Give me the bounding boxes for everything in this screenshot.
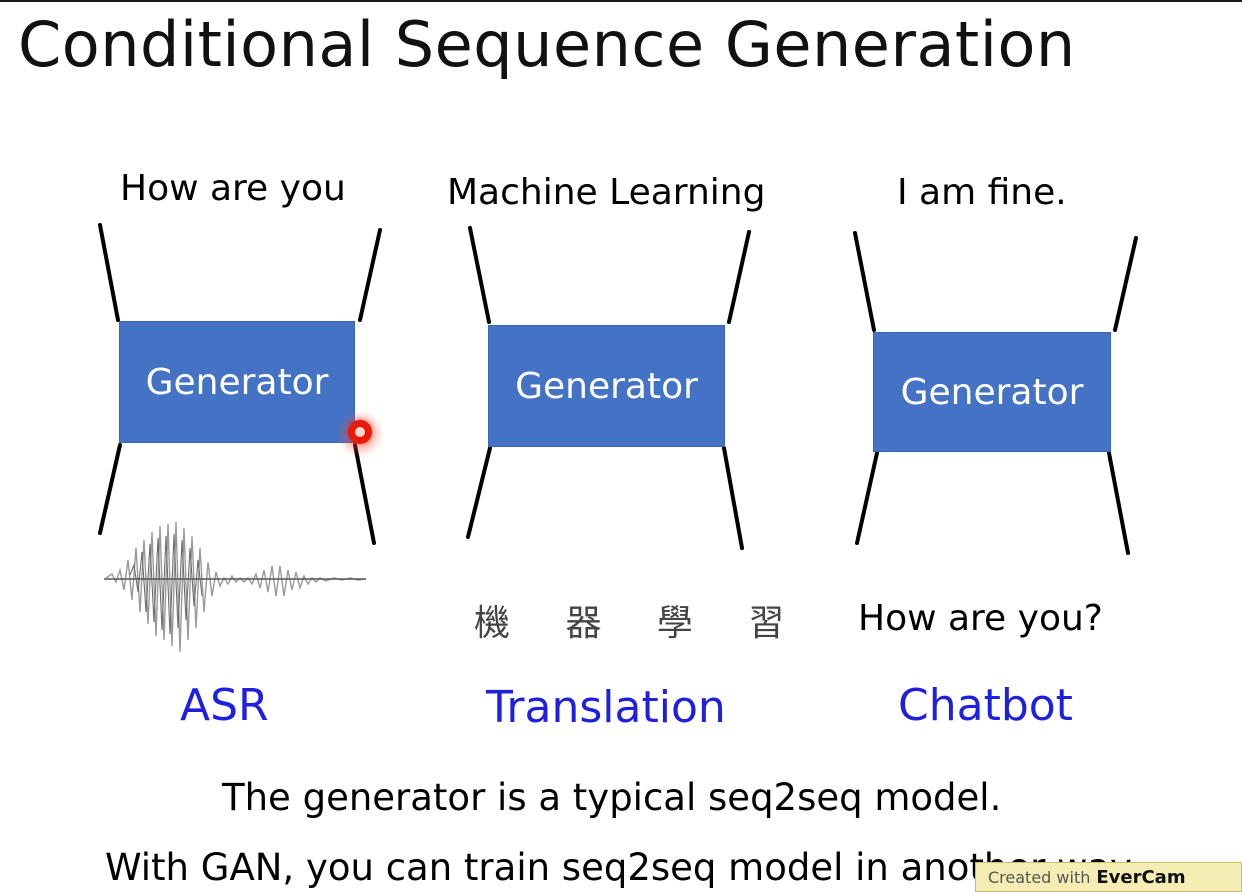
task-label-chatbot: Chatbot xyxy=(898,680,1073,731)
connector-line xyxy=(353,443,376,545)
generator-box-asr: Generator xyxy=(119,321,355,443)
watermark-prefix: Created with xyxy=(988,867,1091,887)
connector-line xyxy=(358,228,382,322)
evercam-watermark: Created with EverCam xyxy=(975,862,1242,892)
generator-box-chatbot: Generator xyxy=(873,332,1111,452)
top-border xyxy=(0,0,1242,2)
generator-label: Generator xyxy=(515,365,698,407)
asr-output-text: How are you xyxy=(120,168,346,209)
slide-title: Conditional Sequence Generation xyxy=(18,8,1076,81)
watermark-brand: EverCam xyxy=(1096,866,1186,888)
connector-line xyxy=(1113,236,1138,332)
connector-line xyxy=(1107,451,1130,555)
connector-line xyxy=(855,451,879,545)
chatbot-input-text: How are you? xyxy=(858,598,1103,639)
caption-line-2: With GAN, you can train seq2seq model in… xyxy=(105,846,1139,889)
audio-waveform-icon xyxy=(104,521,366,653)
translation-input-text: 機 器 學 習 xyxy=(474,603,807,644)
connector-line xyxy=(727,230,751,324)
connector-line xyxy=(722,446,744,550)
connector-line xyxy=(466,446,492,539)
connector-line xyxy=(468,226,491,324)
task-label-asr: ASR xyxy=(180,680,269,731)
laser-pointer-icon xyxy=(348,420,372,444)
connector-line xyxy=(853,231,876,332)
translation-output-text: Machine Learning xyxy=(447,172,766,213)
task-label-translation: Translation xyxy=(486,682,726,733)
connector-line xyxy=(98,443,122,535)
chatbot-output-text: I am fine. xyxy=(897,172,1067,213)
caption-line-1: The generator is a typical seq2seq model… xyxy=(222,776,1002,819)
generator-label: Generator xyxy=(145,361,329,403)
generator-label: Generator xyxy=(900,371,1084,413)
generator-box-translation: Generator xyxy=(488,325,725,447)
connector-line xyxy=(98,223,120,322)
